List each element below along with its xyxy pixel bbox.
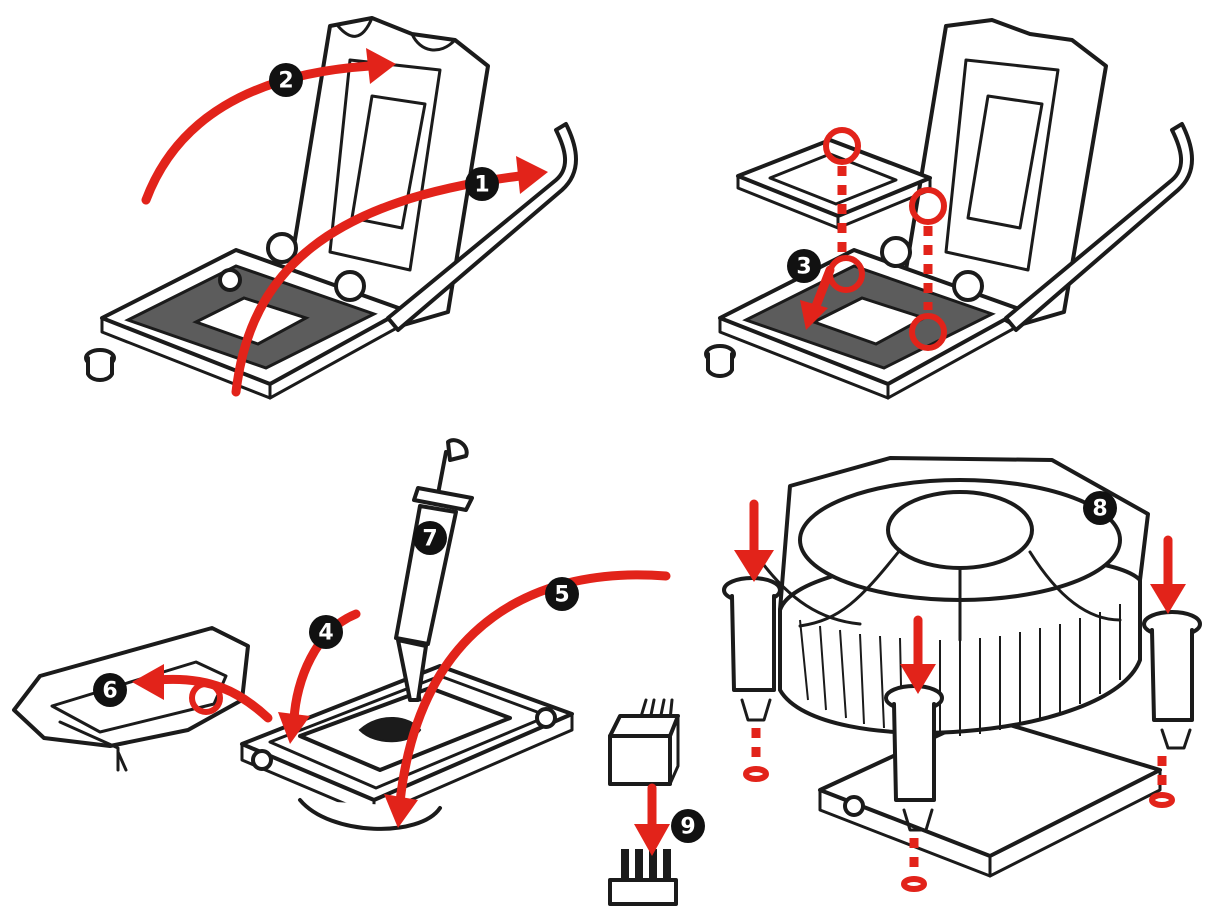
cooler-fan-frame — [758, 456, 1150, 642]
mount-hole-left — [743, 766, 769, 782]
mount-hole-right — [1149, 792, 1175, 808]
step-number-6: 6 — [102, 679, 117, 704]
socket-under-cooler — [818, 714, 1162, 878]
step-number-1: 1 — [474, 173, 489, 198]
protective-cap — [12, 626, 250, 772]
panel-close-socket: 4 5 6 7 — [12, 438, 671, 831]
alignment-ring-socket-key-right — [909, 313, 947, 351]
arrow-head-step-8-center — [900, 664, 936, 694]
arrow-step-3 — [811, 265, 835, 311]
step-badge-5: 5 — [545, 577, 579, 611]
step-number-4: 4 — [318, 621, 333, 646]
arrow-step-1 — [231, 171, 525, 397]
arrow-step-6 — [153, 674, 273, 723]
arrow-head-step-3 — [800, 300, 828, 330]
push-pin-center — [884, 684, 944, 832]
load-plate-raised-2 — [904, 18, 1108, 328]
arrow-step-4 — [289, 609, 361, 725]
panel-insert-cpu: 3 — [704, 18, 1194, 400]
step-badge-2: 2 — [269, 63, 303, 97]
step-badge-3: 3 — [787, 249, 821, 283]
fan-header-pins — [608, 849, 678, 906]
step-number-8: 8 — [1092, 497, 1107, 522]
step-number-9: 9 — [680, 815, 695, 840]
fan-cable-plug — [608, 698, 680, 786]
alignment-ring-cpu-notch-right — [909, 187, 947, 225]
panel-fan-connector: 9 — [608, 698, 705, 906]
step-badge-8: 8 — [1083, 491, 1117, 525]
socket-lever — [386, 122, 578, 332]
screw-cap-2 — [704, 344, 736, 378]
cap-release-ring — [189, 681, 223, 715]
arrow-head-step-4 — [278, 712, 310, 744]
mount-hole-center — [901, 876, 927, 892]
step-number-7: 7 — [422, 527, 437, 552]
arrow-step-5 — [395, 570, 671, 807]
arrow-head-step-9 — [634, 824, 670, 856]
screw-cap — [84, 348, 116, 382]
cpu-chip — [736, 138, 932, 230]
closed-socket — [240, 664, 574, 831]
socket-lever-2 — [1004, 122, 1194, 332]
thermal-paste-syringe — [394, 438, 474, 702]
push-pin-left — [722, 576, 782, 722]
arrow-head-step-1 — [516, 156, 548, 194]
step-badge-9: 9 — [671, 809, 705, 843]
arrow-head-step-5 — [384, 794, 418, 828]
arrow-head-step-6 — [132, 664, 164, 700]
alignment-ring-cpu-notch — [823, 127, 861, 165]
panel-cooler-install: 8 — [722, 456, 1202, 892]
arrow-head-step-8-right — [1150, 584, 1186, 614]
arrow-step-2 — [141, 61, 375, 205]
step-badge-4: 4 — [309, 615, 343, 649]
arrow-head-step-8-left — [734, 550, 774, 582]
step-badge-6: 6 — [93, 673, 127, 707]
step-badge-1: 1 — [465, 167, 499, 201]
step-number-2: 2 — [278, 69, 293, 94]
step-badge-7: 7 — [413, 521, 447, 555]
push-pin-right — [1142, 610, 1202, 750]
step-number-5: 5 — [554, 583, 569, 608]
panel-open-socket: 2 1 — [84, 16, 578, 400]
step-number-3: 3 — [796, 255, 811, 280]
arrow-head-step-2 — [366, 48, 396, 84]
